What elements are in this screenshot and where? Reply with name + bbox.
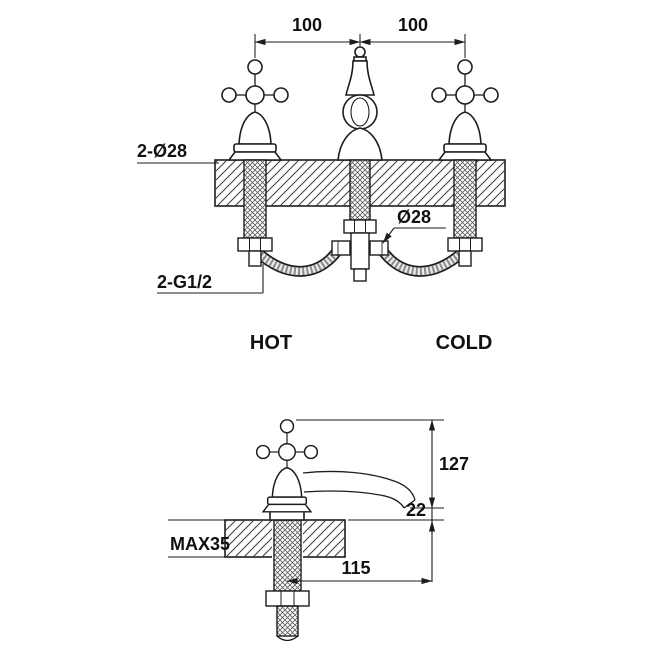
dim-height: 127 (439, 454, 469, 474)
side-dimensions: 127 22 MAX35 115 (168, 419, 469, 585)
label-hole-diameter: 2-Ø28 (137, 141, 187, 161)
label-cold: COLD (436, 332, 493, 354)
side-shank (265, 519, 310, 642)
cold-handle (431, 59, 499, 161)
label-hot: HOT (250, 332, 292, 354)
flexible-hoses (251, 244, 469, 277)
side-handle (255, 419, 319, 513)
side-tap (255, 419, 416, 521)
dim-spout-reach: 115 (341, 558, 370, 578)
front-view: 100 100 (137, 15, 506, 354)
dim-max-deck-thickness: MAX35 (170, 534, 230, 554)
hot-handle (221, 59, 289, 161)
dim-right-pitch: 100 (398, 15, 428, 35)
front-annotations: 2-Ø28 Ø28 2-G1/2 HOT COLD (137, 141, 492, 354)
dim-left-pitch: 100 (292, 15, 322, 35)
label-thread-size: 2-G1/2 (157, 272, 212, 292)
spout-column (331, 46, 389, 282)
label-nut-diameter: Ø28 (397, 207, 431, 227)
side-view: 127 22 MAX35 115 (168, 419, 469, 642)
dim-spout-clearance: 22 (406, 500, 426, 520)
pitch-dimension: 100 100 (254, 15, 466, 58)
